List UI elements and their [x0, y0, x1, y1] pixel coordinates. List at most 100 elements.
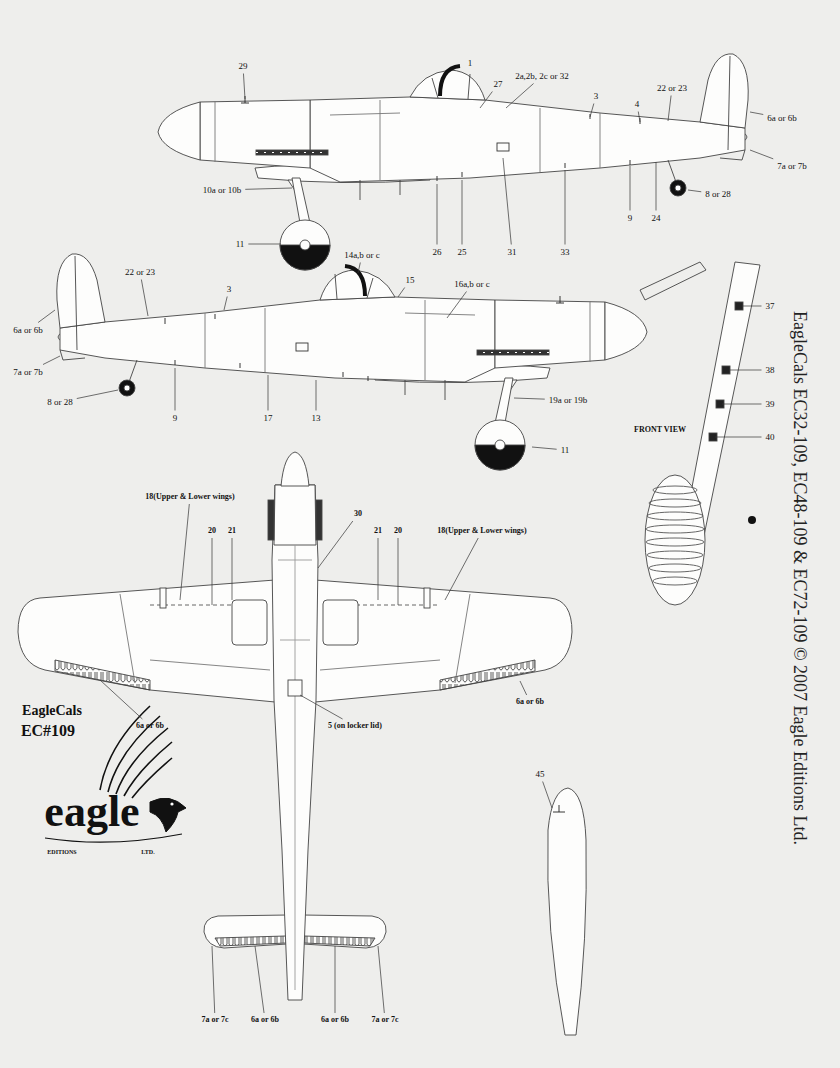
locker-lid: [288, 680, 302, 696]
leader-line: [543, 782, 552, 809]
leader-line: [688, 190, 701, 192]
callout-number: 6a or 6b: [135, 722, 165, 730]
leader-line: [248, 244, 281, 245]
leader-line: [480, 92, 492, 109]
callout-number: 7a or 7b: [12, 368, 44, 377]
plan-view: [18, 452, 572, 1000]
tailplane: [302, 915, 386, 948]
logo-text: EC#109: [20, 723, 76, 739]
decal-mark: [722, 366, 730, 374]
callout-number: 13: [311, 414, 322, 423]
leader-line: [77, 390, 118, 399]
logo-text: eagle: [43, 790, 140, 834]
leader-line: [506, 84, 534, 109]
leader-line: [590, 104, 594, 118]
leader-line: [300, 695, 343, 719]
callout-number: 30: [353, 510, 363, 518]
leader-line: [398, 538, 399, 605]
callout-number: 10a or 10b: [202, 186, 243, 195]
bullet: [748, 516, 756, 524]
callout-number: 11: [560, 446, 571, 455]
propeller-blade: [548, 788, 587, 1035]
callout-number: 40: [765, 433, 776, 442]
callout-number: 22 or 23: [656, 84, 688, 93]
tyre-tread: [646, 538, 704, 546]
logo-text: EDITIONS: [46, 849, 77, 855]
leader-line: [358, 263, 360, 274]
callout-number: 1: [467, 59, 474, 68]
leader-line: [255, 946, 264, 1013]
leader-line: [462, 180, 463, 245]
leader-line: [100, 680, 142, 719]
callout-number: 4: [634, 100, 641, 109]
leader-line: [378, 538, 379, 600]
leader-line: [447, 292, 466, 319]
wing: [315, 580, 572, 702]
callout-number: 37: [765, 302, 776, 311]
leader-line: [378, 946, 384, 1013]
callout-number: 33: [560, 248, 571, 257]
callout-number: 7a or 7c: [371, 1016, 400, 1024]
leader-line: [656, 162, 657, 211]
tyre-tread: [646, 525, 704, 533]
callout-number: 9: [172, 414, 179, 423]
eagle-logo: [100, 706, 172, 798]
leader-line: [532, 447, 557, 449]
leader-line: [243, 74, 245, 100]
tail-band: [215, 936, 286, 946]
callout-number: 16a,b or c: [453, 280, 491, 289]
leader-line: [514, 398, 545, 399]
callout-number: 25: [457, 248, 468, 257]
logo-text: EagleCals: [21, 704, 83, 718]
leader-line: [668, 96, 671, 122]
callout-number: 8 or 28: [46, 398, 74, 407]
decal-mark: [735, 302, 743, 310]
eagle-logo: [45, 834, 182, 842]
wheel-well: [323, 600, 358, 645]
side-view-right: [57, 254, 647, 470]
callout-number: 39: [765, 400, 776, 409]
leader-line: [43, 356, 60, 365]
tyre-tread: [646, 486, 704, 585]
leader-line: [38, 310, 55, 323]
leader-line: [715, 437, 762, 438]
callout-number: 20: [207, 527, 217, 535]
callout-number: 24: [651, 214, 662, 223]
tail-band: [304, 936, 375, 946]
callout-number: 7a or 7c: [201, 1016, 230, 1024]
cowling: [274, 485, 316, 545]
callout-number: 45: [535, 770, 546, 779]
callout-number: 18(Upper & Lower wings): [436, 527, 527, 535]
callout-number: 3: [226, 285, 233, 294]
callout-number: 31: [507, 248, 518, 257]
leader-line: [565, 170, 566, 245]
leader-line: [742, 306, 762, 307]
leader-line: [520, 681, 527, 695]
leader-line: [750, 150, 773, 159]
leader-line: [318, 521, 353, 568]
tyre: [645, 475, 705, 605]
callout-number: 17: [263, 414, 274, 423]
leader-line: [750, 112, 763, 114]
gun-bulge: [160, 588, 166, 608]
panel-line: [278, 545, 312, 990]
side-view-left: [158, 54, 748, 270]
tailplane: [204, 915, 288, 948]
gear-door: [640, 262, 706, 300]
callout-number: 21: [373, 527, 383, 535]
eagle-logo: [170, 802, 173, 805]
leader-line: [445, 538, 478, 600]
callout-number: 6a or 6b: [515, 698, 545, 706]
leader-line: [268, 375, 269, 411]
wheel-well: [232, 600, 267, 645]
spinner: [281, 452, 309, 486]
wing-band: [440, 660, 535, 690]
tyre-tread: [649, 499, 701, 507]
exhaust: [268, 500, 274, 540]
gun-bulge: [424, 588, 430, 608]
callout-number: 20: [393, 527, 403, 535]
leader-line: [335, 946, 336, 1013]
callout-number: 18(Upper & Lower wings): [144, 493, 235, 501]
tyre-tread: [649, 564, 701, 572]
